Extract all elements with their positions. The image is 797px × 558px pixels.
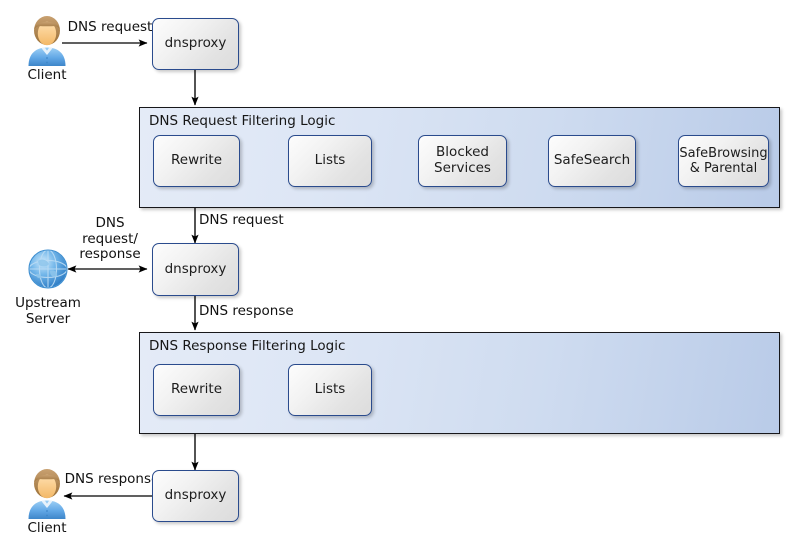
node-dnsproxy-middle[interactable]: dnsproxy bbox=[152, 243, 239, 296]
label-dns-response-client: DNS response bbox=[64, 471, 160, 487]
node-dnsproxy-top[interactable]: dnsproxy bbox=[152, 18, 239, 70]
label-dns-request-to-proxy: DNS request bbox=[199, 212, 284, 228]
node-response-lists[interactable]: Lists bbox=[288, 364, 372, 416]
node-dnsproxy-bottom[interactable]: dnsproxy bbox=[152, 470, 239, 522]
user-avatar-icon bbox=[22, 14, 72, 66]
group-response-title: DNS Response Filtering Logic bbox=[149, 338, 346, 354]
upstream-server-caption: Upstream Server bbox=[15, 295, 81, 327]
client-top-caption: Client bbox=[27, 67, 67, 83]
client-bottom-caption: Client bbox=[27, 520, 67, 536]
globe-icon bbox=[22, 243, 74, 295]
node-request-rewrite[interactable]: Rewrite bbox=[153, 135, 240, 187]
label-dns-request-response: DNS request/ response bbox=[79, 215, 141, 263]
node-response-rewrite[interactable]: Rewrite bbox=[153, 364, 240, 416]
label-dns-request-client: DNS request bbox=[67, 19, 153, 35]
label-dns-response-to-group: DNS response bbox=[199, 303, 294, 319]
group-dns-response-filtering: DNS Response Filtering Logic bbox=[139, 332, 780, 434]
node-request-lists[interactable]: Lists bbox=[288, 135, 372, 187]
group-request-title: DNS Request Filtering Logic bbox=[149, 113, 336, 129]
node-request-safesearch[interactable]: SafeSearch bbox=[548, 135, 636, 187]
node-request-safebrowsing-parental[interactable]: SafeBrowsing & Parental bbox=[678, 135, 769, 187]
node-request-blocked-services[interactable]: Blocked Services bbox=[418, 135, 507, 187]
user-avatar-icon bbox=[22, 467, 72, 519]
